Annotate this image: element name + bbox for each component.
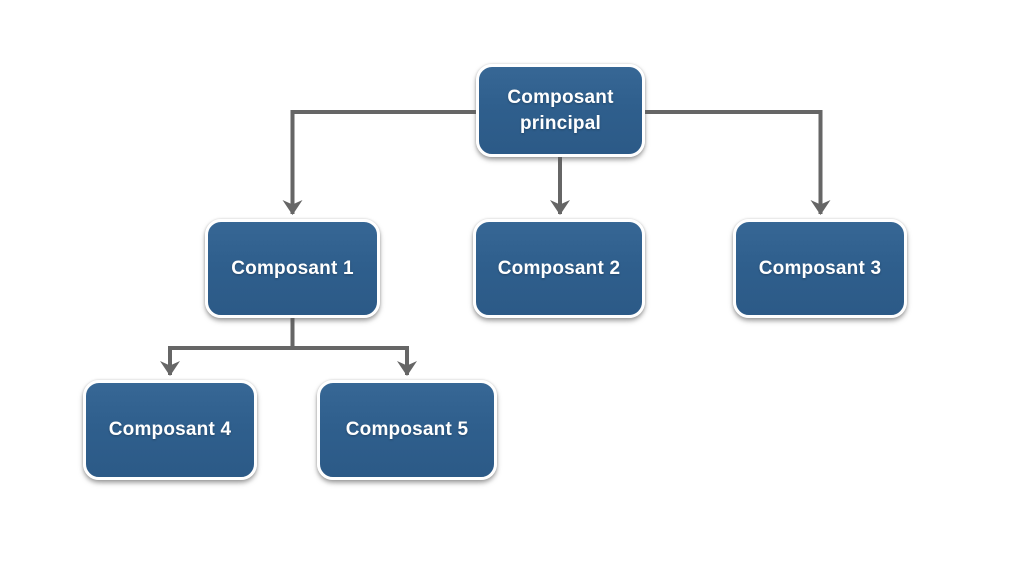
node-composant-1: Composant 1 <box>205 219 380 318</box>
node-composant-2: Composant 2 <box>473 219 645 318</box>
node-composant-3: Composant 3 <box>733 219 907 318</box>
connector-principal-c3 <box>644 110 831 215</box>
node-composant-principal: Composant principal <box>476 64 645 157</box>
node-composant-1-label: Composant 1 <box>231 257 354 279</box>
node-composant-4: Composant 4 <box>83 380 257 480</box>
node-composant-4-label: Composant 4 <box>108 419 232 441</box>
node-composant-5: Composant 5 <box>317 380 497 480</box>
connector-principal-c1 <box>282 110 476 215</box>
node-composant-2-label: Composant 2 <box>497 257 621 279</box>
node-composant-5-label: Composant 5 <box>345 419 469 441</box>
node-composant-3-label: Composant 3 <box>758 257 882 279</box>
node-composant-principal-label: Composant principal <box>507 86 614 134</box>
